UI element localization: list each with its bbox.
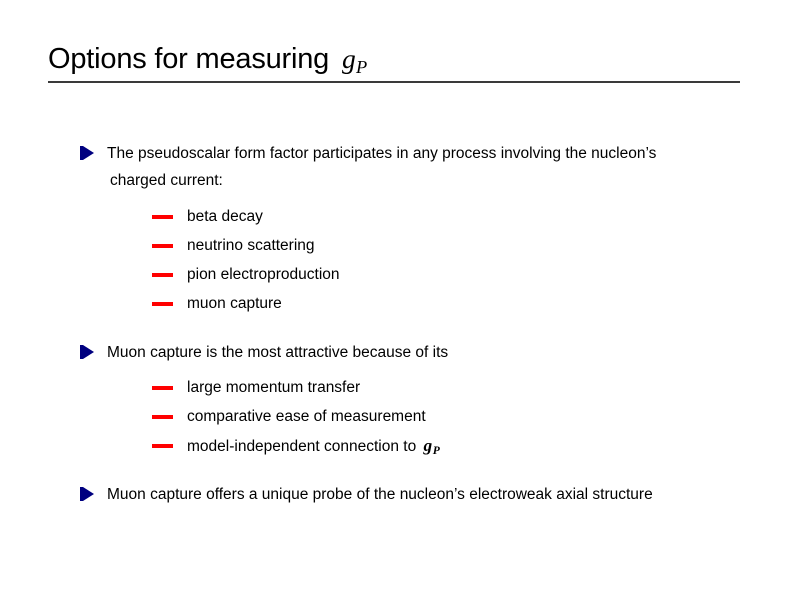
sub-bullet-math-gp: gP	[421, 436, 440, 458]
sub-bullet-pion-electroproduction-label: pion electroproduction	[187, 266, 340, 283]
sub-bullet-math-subscript: P	[432, 444, 440, 458]
bullet-block-2: Muon capture is the most attractive beca…	[0, 339, 792, 465]
sub-bullet-beta-decay: beta decay	[0, 202, 792, 231]
bullet-item-3-line-1: Muon capture offers a unique probe of th…	[107, 486, 653, 503]
title-underline-rule	[48, 81, 740, 83]
sub-bullet-large-momentum-transfer: large momentum transfer	[0, 373, 792, 402]
bullet-block-3: Muon capture offers a unique probe of th…	[0, 481, 792, 508]
bullet-item-1-line-1: The pseudoscalar form factor participate…	[107, 145, 657, 162]
triangle-arrow-icon	[80, 146, 96, 161]
sub-bullet-muon-capture: muon capture	[0, 289, 792, 318]
title-text-line: Options for measuring gP	[48, 42, 740, 84]
page-title: Options for measuring gP	[48, 42, 740, 84]
red-dash-icon	[152, 444, 173, 448]
bullet-block-1: The pseudoscalar form factor participate…	[0, 140, 792, 318]
sub-bullet-pion-electroproduction: pion electroproduction	[0, 260, 792, 289]
bullet-item-1-line-2: charged current:	[110, 172, 223, 189]
red-dash-icon	[152, 415, 173, 419]
red-dash-icon	[152, 215, 173, 219]
sub-bullet-model-independent-connection-label: model-independent connection to	[187, 438, 421, 455]
title-math-subscript: P	[356, 57, 368, 78]
red-dash-icon	[152, 273, 173, 277]
sub-bullet-comparative-ease-label: comparative ease of measurement	[187, 408, 426, 425]
title-math-gp: gP	[337, 43, 368, 78]
bullet-item-2-line-1: Muon capture is the most attractive beca…	[107, 344, 449, 361]
sub-bullet-math-variable: g	[423, 436, 433, 455]
sub-bullet-neutrino-scattering-label: neutrino scattering	[187, 237, 315, 254]
bullet-item-1: The pseudoscalar form factor participate…	[0, 140, 792, 194]
bullet-item-3: Muon capture offers a unique probe of th…	[0, 481, 792, 508]
sub-bullet-muon-capture-label: muon capture	[187, 295, 282, 312]
sub-bullet-beta-decay-label: beta decay	[187, 208, 263, 225]
title-math-variable: g	[341, 43, 356, 74]
sub-bullet-comparative-ease: comparative ease of measurement	[0, 402, 792, 431]
red-dash-icon	[152, 302, 173, 306]
sub-bullet-large-momentum-transfer-label: large momentum transfer	[187, 379, 361, 396]
triangle-arrow-icon	[80, 487, 96, 502]
red-dash-icon	[152, 244, 173, 248]
sub-bullet-model-independent-connection: model-independent connection to gP	[0, 431, 792, 465]
bullet-item-2: Muon capture is the most attractive beca…	[0, 339, 792, 366]
red-dash-icon	[152, 386, 173, 390]
title-static-text: Options for measuring	[48, 43, 337, 75]
triangle-arrow-icon	[80, 345, 96, 360]
sub-bullet-neutrino-scattering: neutrino scattering	[0, 231, 792, 260]
